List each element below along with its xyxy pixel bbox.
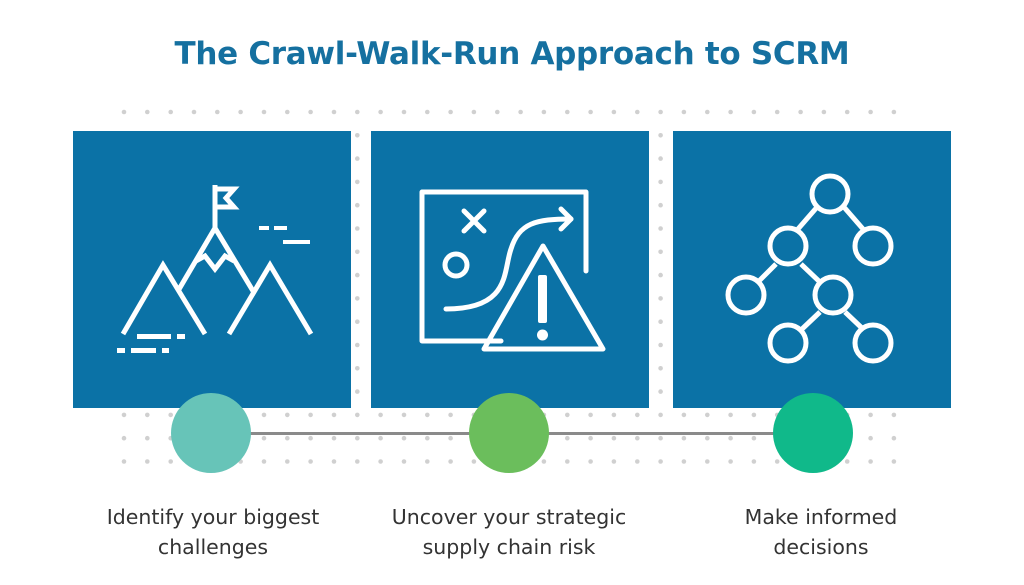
- step-card-crawl: [73, 131, 351, 408]
- caption-line: Make informed: [744, 505, 898, 529]
- mountain-flag-icon: [73, 131, 351, 408]
- step-caption-crawl: Identify your biggest challenges: [73, 502, 353, 562]
- caption-line: decisions: [773, 535, 869, 559]
- caption-line: Uncover your strategic: [391, 505, 627, 529]
- step-card-run: [673, 131, 951, 408]
- strategy-map-warning-icon: [371, 131, 649, 408]
- step-marker-walk: [469, 393, 549, 473]
- decision-tree-icon: [673, 131, 951, 408]
- step-marker-run: [773, 393, 853, 473]
- caption-line: Identify your biggest: [106, 505, 320, 529]
- caption-line: challenges: [157, 535, 269, 559]
- page-title: The Crawl-Walk-Run Approach to SCRM: [174, 36, 850, 72]
- step-caption-walk: Uncover your strategic supply chain risk: [369, 502, 649, 562]
- step-card-walk: [371, 131, 649, 408]
- step-marker-crawl: [171, 393, 251, 473]
- caption-line: supply chain risk: [422, 535, 596, 559]
- step-caption-run: Make informed decisions: [681, 502, 961, 562]
